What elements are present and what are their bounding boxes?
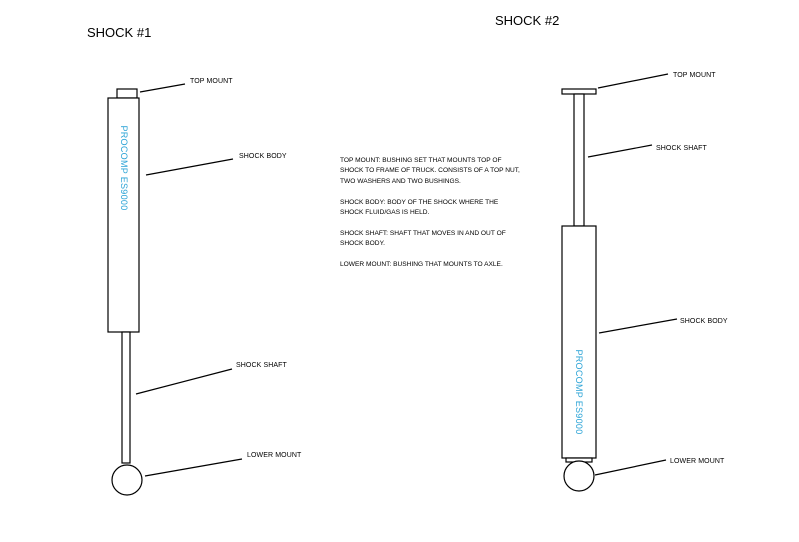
shock-2-drawing (561, 88, 597, 492)
description-shock-shaft: SHOCK SHAFT: SHAFT THAT MOVES IN AND OUT… (340, 229, 506, 248)
shock-2-title: SHOCK #2 (495, 13, 560, 28)
shock-2-body-leader (598, 318, 678, 334)
shock-1-body (107, 97, 140, 333)
shock-1-shaft (121, 331, 131, 464)
shock-1-lower-mount-leader (144, 458, 243, 477)
shock-2-top-mount-leader (597, 73, 669, 89)
shock-1-body-label: SHOCK BODY (239, 153, 287, 160)
shock-1-leaders (135, 83, 243, 477)
shock-1-drawing (107, 88, 143, 496)
shock-1-lower-mount-label: LOWER MOUNT (247, 452, 302, 459)
description-block: TOP MOUNT: BUSHING SET THAT MOUNTS TOP O… (340, 156, 520, 281)
shock-1-shaft-label: SHOCK SHAFT (236, 362, 287, 369)
shock-2-brand-text: PROCOMP ES9000 (574, 349, 584, 435)
shock-1-top-mount (116, 88, 138, 99)
description-lower-mount: LOWER MOUNT: BUSHING THAT MOUNTS TO AXLE… (340, 261, 503, 269)
shock-1-brand-text: PROCOMP ES9000 (119, 125, 129, 211)
shock-2-top-mount (561, 88, 597, 95)
shock-2-shaft-label: SHOCK SHAFT (656, 145, 707, 152)
shock-1-shaft-leader (135, 368, 233, 395)
shock-1-body-leader (145, 158, 234, 176)
description-top-mount: TOP MOUNT: BUSHING SET THAT MOUNTS TOP O… (340, 157, 520, 185)
shock-2-shaft (573, 93, 585, 227)
shock-2-lower-mount-leader (594, 459, 667, 476)
shock-2-body (561, 225, 597, 459)
shock-1-top-mount-label: TOP MOUNT (190, 78, 233, 85)
shock-1-lower-mount (111, 464, 143, 496)
shock-2-body-label: SHOCK BODY (680, 318, 728, 325)
shock-2-lower-mount (563, 460, 595, 492)
shock-2-lower-mount-label: LOWER MOUNT (670, 458, 725, 465)
description-shock-body: SHOCK BODY: BODY OF THE SHOCK WHERE THE … (340, 198, 499, 217)
shock-1-title: SHOCK #1 (87, 25, 152, 40)
shock-2-top-mount-label: TOP MOUNT (673, 72, 716, 79)
shock-1-top-mount-leader (139, 83, 186, 93)
shock-2-shaft-leader (587, 144, 653, 158)
shock-2-leaders (587, 73, 678, 476)
